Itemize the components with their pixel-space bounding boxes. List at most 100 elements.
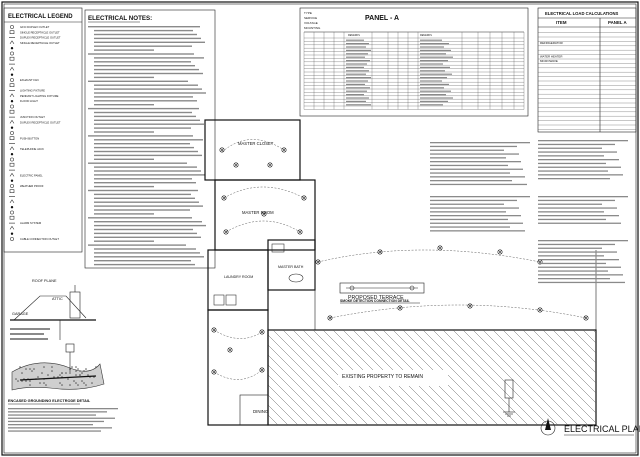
legend-symbol — [9, 215, 15, 220]
right-note-line — [538, 174, 623, 176]
notes-text-line — [94, 166, 197, 168]
right-notes — [430, 140, 628, 284]
hatch-line — [267, 384, 309, 426]
aggregate-stone — [79, 370, 81, 372]
hatch-line — [432, 329, 529, 426]
light-fixture — [227, 347, 233, 353]
panel-cell-text — [420, 83, 449, 85]
panel-cell-text — [346, 80, 368, 82]
right-note-line — [430, 222, 523, 224]
aggregate-stone — [21, 372, 23, 374]
panel-cell-text — [346, 56, 365, 58]
fixture-cross — [212, 328, 216, 332]
roof-line — [13, 295, 87, 321]
notes-text-line — [94, 260, 191, 262]
aggregate-stone — [33, 368, 35, 370]
aggregate-stone — [25, 380, 27, 382]
fixture-cross — [282, 148, 286, 152]
wiring-dining-a — [213, 329, 263, 339]
aggregate-stone — [31, 370, 33, 372]
notes-text-line — [94, 248, 196, 250]
aggregate-stone — [75, 366, 77, 368]
legend-symbol — [9, 109, 15, 114]
light-fixture — [537, 307, 543, 313]
legend-item-label: GFCI DUPLEX OUTLET — [20, 25, 50, 29]
ground-symbol — [503, 411, 515, 417]
right-note-line — [538, 274, 623, 276]
notes-text-line — [94, 209, 190, 211]
right-note-line — [538, 151, 617, 153]
light-fixture — [377, 249, 383, 255]
panel-hdr-voltage: VOLTAGE — [304, 21, 318, 25]
right-note-line — [538, 155, 604, 157]
notes-text-line — [94, 96, 193, 98]
notes-text-line — [94, 185, 154, 188]
right-note-line — [430, 161, 521, 163]
fixture-cross — [538, 308, 542, 312]
legend-item-label: ALARM SYSTEM — [20, 221, 42, 225]
load-calc-col-item: ITEM — [556, 20, 567, 25]
panel-cell-text — [420, 97, 453, 99]
notes-text-line — [94, 41, 205, 43]
hatch-line — [422, 329, 519, 426]
fixture-cross — [302, 196, 306, 200]
notes-text-line — [94, 65, 195, 67]
encased-note-line — [8, 417, 115, 419]
aggregate-stone — [43, 382, 45, 384]
notes-text-line — [88, 162, 187, 164]
fixture-cross — [468, 304, 472, 308]
notes-text-line — [94, 146, 194, 149]
panel-title: PANEL - A — [365, 15, 399, 22]
panel-cell-text — [420, 100, 448, 102]
panel-cell-text — [346, 97, 369, 99]
legend-symbol — [9, 172, 15, 177]
notes-text-lines — [88, 26, 206, 266]
panel-cell-text — [420, 63, 443, 65]
panel-cell-text — [420, 53, 446, 55]
panel-cell-text — [420, 70, 445, 72]
washer — [213, 294, 225, 306]
legend-symbol — [9, 189, 15, 193]
fixture-cross — [220, 148, 224, 152]
panel-cell-text — [346, 90, 367, 92]
right-note-line — [538, 251, 617, 253]
notes-text-line — [94, 236, 201, 238]
note-line-1 — [10, 328, 50, 330]
notes-text-line — [94, 61, 191, 63]
notes-text-line — [94, 72, 203, 75]
notes-text-line — [88, 189, 198, 192]
right-note-line — [430, 183, 527, 186]
notes-text-line — [88, 107, 199, 110]
hatch-line — [267, 394, 299, 426]
light-fixture — [315, 259, 321, 265]
panel-cell-text — [420, 80, 442, 82]
right-note-line — [538, 199, 615, 202]
aggregate-stone — [83, 370, 85, 372]
right-note-line — [430, 199, 517, 202]
hatch-line — [552, 329, 597, 374]
aggregate-stone — [95, 366, 97, 368]
aggregate-stone — [69, 384, 71, 386]
right-note-line — [538, 178, 610, 180]
legend-symbol — [9, 30, 15, 34]
hatch-line — [572, 329, 597, 354]
legend-symbol — [10, 51, 14, 56]
right-note-line — [538, 159, 619, 161]
legend-symbol — [10, 73, 14, 76]
smoke-detection-detail: SMOKE DETECTION CONNECTION DETAIL — [339, 282, 425, 304]
panel-cell-text — [420, 43, 449, 45]
notes-text-line — [88, 53, 194, 55]
notes-text-line — [94, 143, 190, 145]
notes-text-line — [94, 139, 203, 141]
legend-symbol — [10, 131, 14, 135]
panel-cell-text — [346, 70, 369, 72]
right-note-line — [538, 207, 617, 209]
notes-text-line — [94, 224, 206, 227]
right-note-line — [430, 157, 506, 159]
aggregate-stone — [61, 384, 63, 386]
hatch-line — [562, 329, 597, 364]
encased-note-line — [8, 424, 93, 426]
